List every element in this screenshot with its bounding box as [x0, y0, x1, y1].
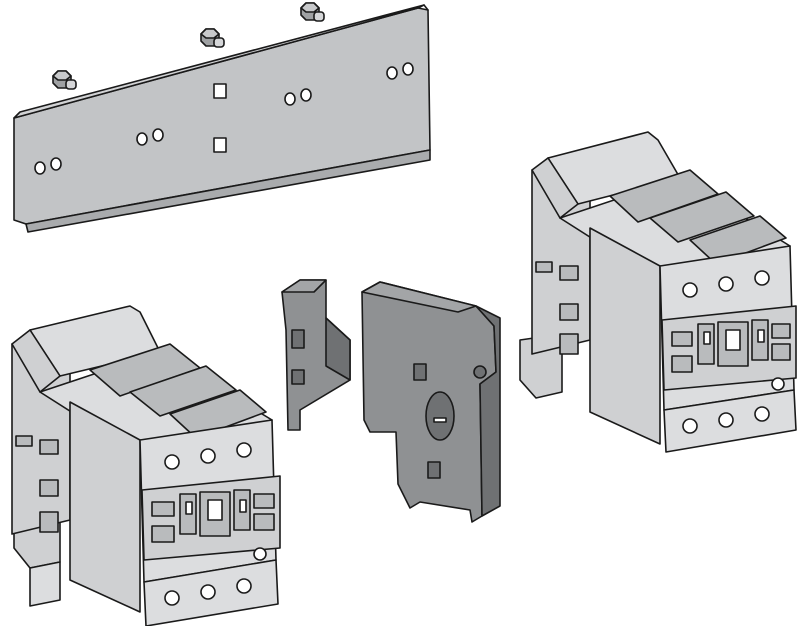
screws [52, 2, 325, 90]
auxiliary-contact-block [661, 305, 797, 391]
screw-icon [300, 2, 325, 22]
screw-icon [200, 28, 225, 48]
auxiliary-contact-block [141, 475, 281, 561]
mounting-plate [13, 4, 431, 233]
contactor-left [11, 305, 281, 626]
interlock-bracket [361, 281, 501, 523]
contactor-right [519, 131, 797, 453]
screw-icon [52, 70, 77, 90]
mechanical-interlock [281, 279, 351, 431]
